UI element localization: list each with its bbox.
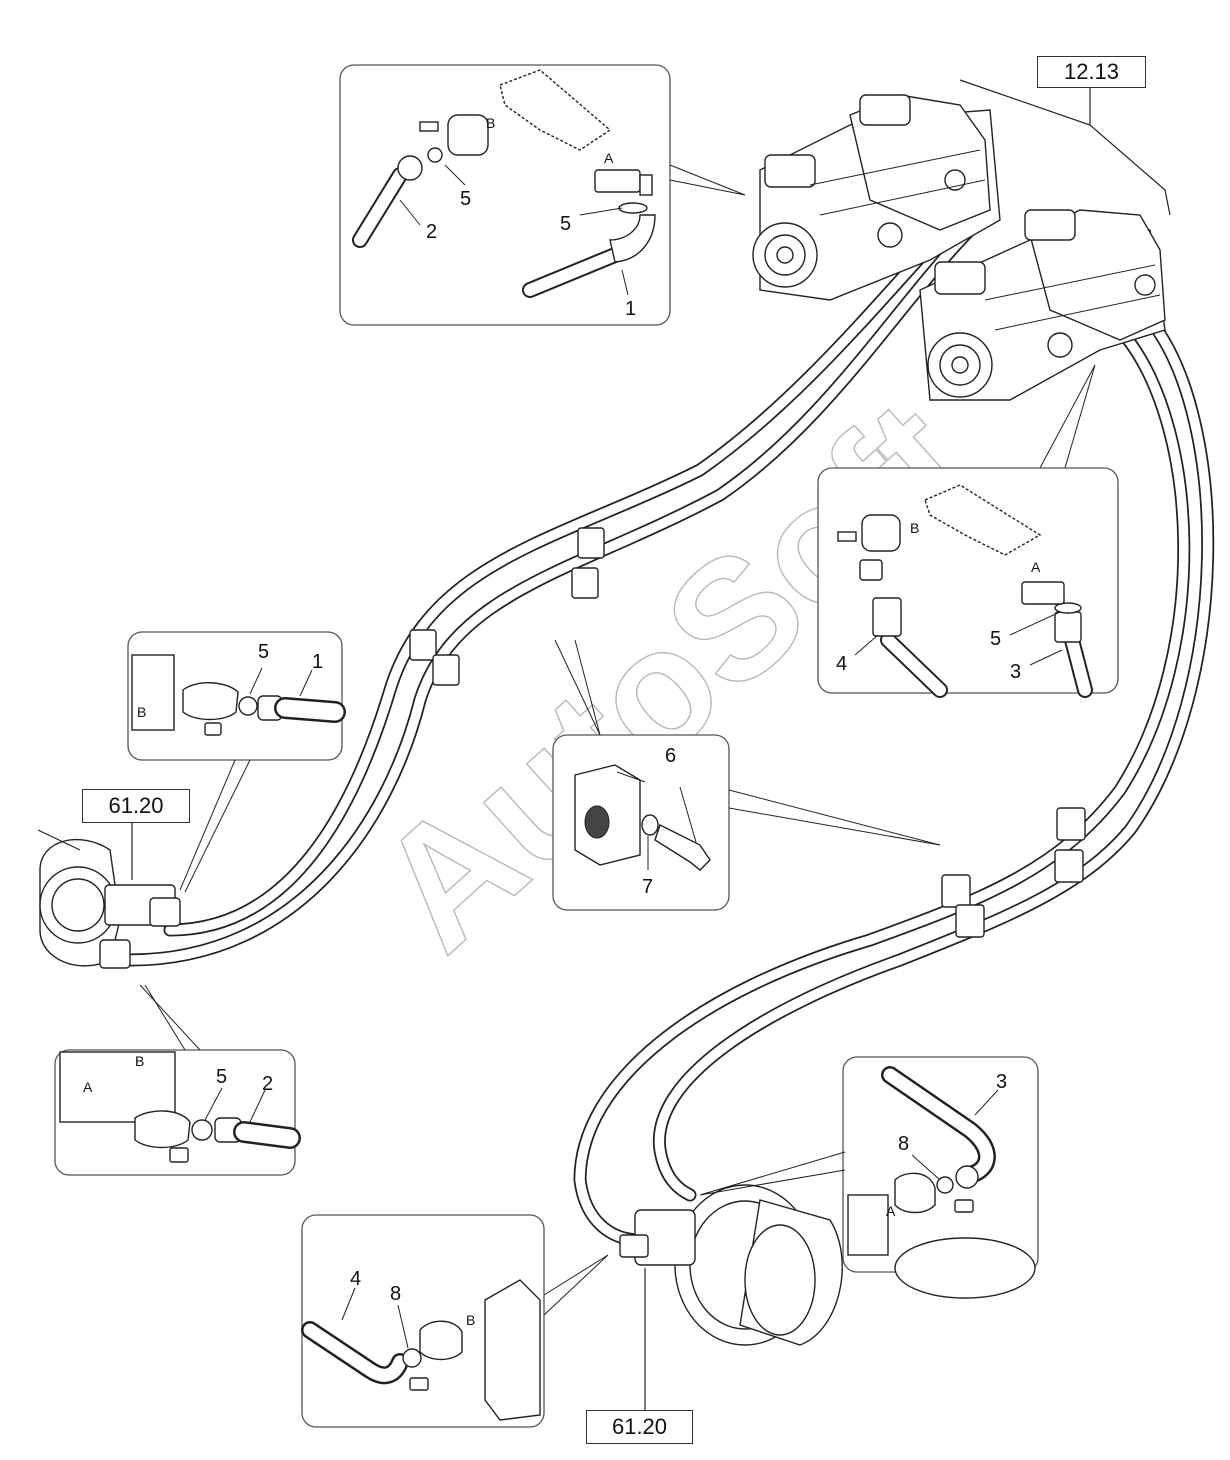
- letter-b: B: [486, 115, 495, 131]
- detail-bottom: B 4 8: [301, 1214, 609, 1428]
- ref-box-61-20-bottom: 61.20: [586, 1410, 693, 1444]
- travel-motor-left: [37, 829, 181, 969]
- travel-motor-right: [619, 1184, 843, 1346]
- clamp-2: [571, 567, 599, 599]
- letter-a: A: [604, 150, 614, 166]
- clamp-6: [1054, 849, 1084, 883]
- callout-8: 8: [390, 1283, 401, 1305]
- ref-box-61-20-left: 61.20: [82, 789, 190, 823]
- callout-1: 1: [312, 651, 323, 673]
- callout-5b: 5: [560, 213, 571, 235]
- callout-6: 6: [665, 745, 676, 767]
- letter-b: B: [466, 1312, 475, 1328]
- ref-12-13-leaders: [959, 79, 1171, 216]
- letter-a: A: [886, 1203, 896, 1219]
- callout-3: 3: [996, 1071, 1007, 1093]
- callout-2: 2: [262, 1073, 273, 1095]
- letter-a: A: [83, 1079, 93, 1095]
- hose-run-left: [123, 218, 982, 967]
- clamp-8: [955, 904, 985, 938]
- callout-4: 4: [350, 1268, 361, 1290]
- callout-5: 5: [460, 188, 471, 210]
- callout-7: 7: [642, 876, 653, 898]
- detail-mid-left: B 5 1: [127, 631, 346, 893]
- clamp-3: [409, 629, 437, 661]
- hose-clamps: [409, 527, 1086, 938]
- callout-8: 8: [898, 1133, 909, 1155]
- detail-clamp: 6 7: [552, 639, 941, 911]
- callout-4: 4: [836, 653, 847, 675]
- letter-b: B: [910, 520, 919, 536]
- detail-right: 4 5 3 B A: [817, 364, 1119, 698]
- clamp-5: [1056, 807, 1086, 841]
- ref-label: 61.20: [611, 1414, 668, 1439]
- letter-b: B: [137, 704, 146, 720]
- hydraulic-pump-upper: [752, 94, 1001, 301]
- hose-run-right: [573, 313, 1215, 1247]
- callout-3: 3: [1010, 661, 1021, 683]
- callout-5: 5: [990, 628, 1001, 650]
- ref-label: 12.13: [1063, 59, 1120, 84]
- hydraulic-pump-lower: [919, 209, 1166, 401]
- clamp-4: [432, 654, 460, 686]
- callout-1: 1: [625, 298, 636, 320]
- clamp-7: [941, 874, 971, 908]
- detail-lower-left: A B 5 2: [54, 984, 301, 1176]
- letter-b: B: [135, 1053, 144, 1069]
- detail-lower-right: 8 3 A: [699, 1056, 1039, 1299]
- ref-box-12-13: 12.13: [1037, 56, 1146, 88]
- clamp-1: [577, 527, 605, 559]
- callout-5: 5: [216, 1066, 227, 1088]
- detail-top-left: 2 5 5 1 B A: [339, 64, 746, 326]
- ref-label: 61.20: [108, 793, 164, 818]
- callout-5: 5: [258, 641, 269, 663]
- callout-2: 2: [426, 221, 437, 243]
- ref-leaders: [131, 822, 646, 1410]
- letter-a: A: [1031, 559, 1041, 575]
